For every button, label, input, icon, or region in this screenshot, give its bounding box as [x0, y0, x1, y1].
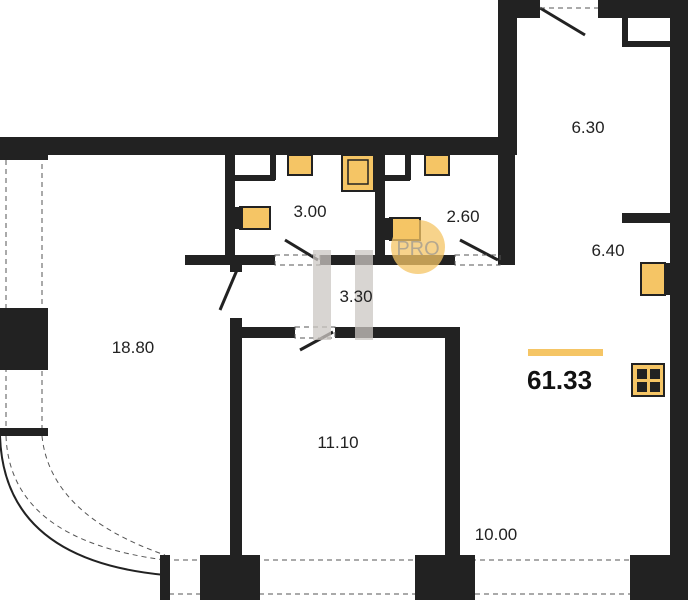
sink-icon	[424, 154, 450, 176]
watermark-text: PRO	[396, 238, 439, 260]
kitchen-sink-icon	[640, 262, 666, 296]
sink-icon	[287, 154, 313, 176]
total-area-bar	[528, 349, 603, 356]
total-area: 61.33	[527, 365, 592, 395]
room-area-kitchen: 6.40	[591, 241, 624, 260]
room-area-bedroom: 11.10	[317, 433, 358, 452]
room-labels: 18.80 11.10 3.00 2.60 3.30 6.30 6.40 10.…	[112, 118, 625, 544]
room-area-hallway: 6.30	[571, 118, 604, 137]
room-area-bathroom-2: 2.60	[446, 207, 479, 226]
room-area-bathroom-1: 3.00	[293, 202, 326, 221]
watermark: PRO	[313, 220, 445, 340]
left-window-pier	[0, 308, 48, 370]
room-area-living: 18.80	[112, 338, 155, 357]
toilet-icon	[239, 206, 271, 230]
room-area-corridor: 3.30	[339, 287, 372, 306]
window-pier-2	[415, 555, 475, 600]
room-area-balcony: 10.00	[475, 525, 518, 544]
